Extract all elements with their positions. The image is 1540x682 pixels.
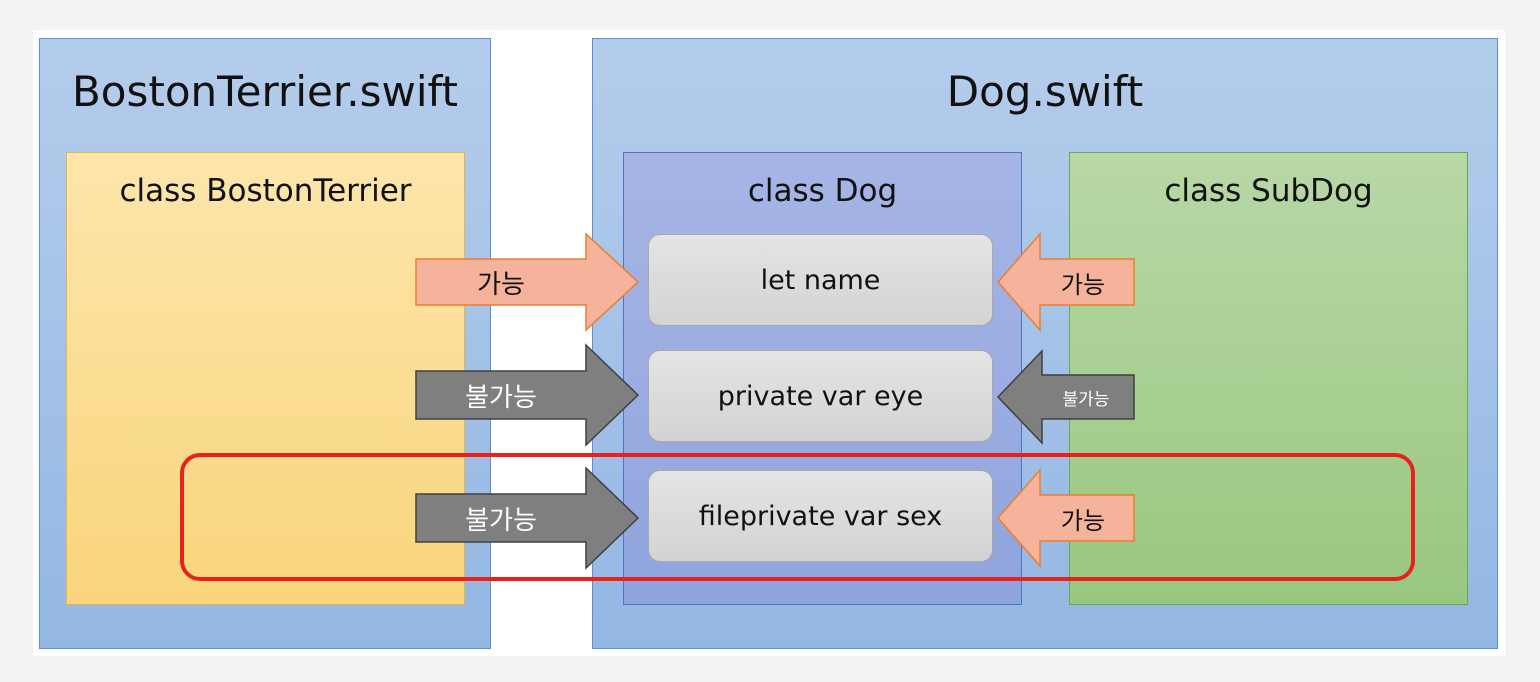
class-title-bostonterrier: class BostonTerrier xyxy=(119,173,412,209)
arrow-label-boston-name: 가능 xyxy=(477,269,525,300)
class-title-subdog: class SubDog xyxy=(1164,173,1373,209)
arrow-subdog-to-eye: 불가능 xyxy=(996,349,1135,445)
arrow-right-shape xyxy=(415,232,640,332)
class-box-subdog: class SubDog xyxy=(1069,152,1468,605)
file-title-dog: Dog.swift xyxy=(946,67,1144,116)
arrow-label-subdog-name: 가능 xyxy=(1060,270,1106,299)
member-private-var-eye: private var eye xyxy=(648,350,993,442)
arrow-right-shape xyxy=(415,343,640,447)
class-box-bostonterrier: class BostonTerrier xyxy=(66,152,465,605)
class-title-dog: class Dog xyxy=(747,173,898,209)
arrow-subdog-to-sex: 가능 xyxy=(997,468,1135,568)
highlight-fileprivate-row xyxy=(180,453,1415,581)
member-let-name: let name xyxy=(648,234,993,326)
arrow-left-shape xyxy=(996,349,1135,445)
file-title-bostonterrier: BostonTerrier.swift xyxy=(71,67,459,116)
arrow-label-subdog-eye: 불가능 xyxy=(1062,389,1110,410)
arrow-left-shape xyxy=(997,232,1135,332)
arrow-label-subdog-sex: 가능 xyxy=(1060,506,1106,535)
arrow-label-boston-sex: 불가능 xyxy=(465,505,537,536)
arrow-right-shape xyxy=(415,466,640,570)
arrow-subdog-to-name: 가능 xyxy=(997,232,1135,332)
member-fileprivate-var-sex: fileprivate var sex xyxy=(648,470,993,562)
arrow-boston-to-name: 가능 xyxy=(415,232,640,332)
arrow-label-boston-eye: 불가능 xyxy=(465,382,537,413)
arrow-left-shape xyxy=(997,468,1135,568)
arrow-boston-to-eye: 불가능 xyxy=(415,343,640,447)
arrow-boston-to-sex: 불가능 xyxy=(415,466,640,570)
